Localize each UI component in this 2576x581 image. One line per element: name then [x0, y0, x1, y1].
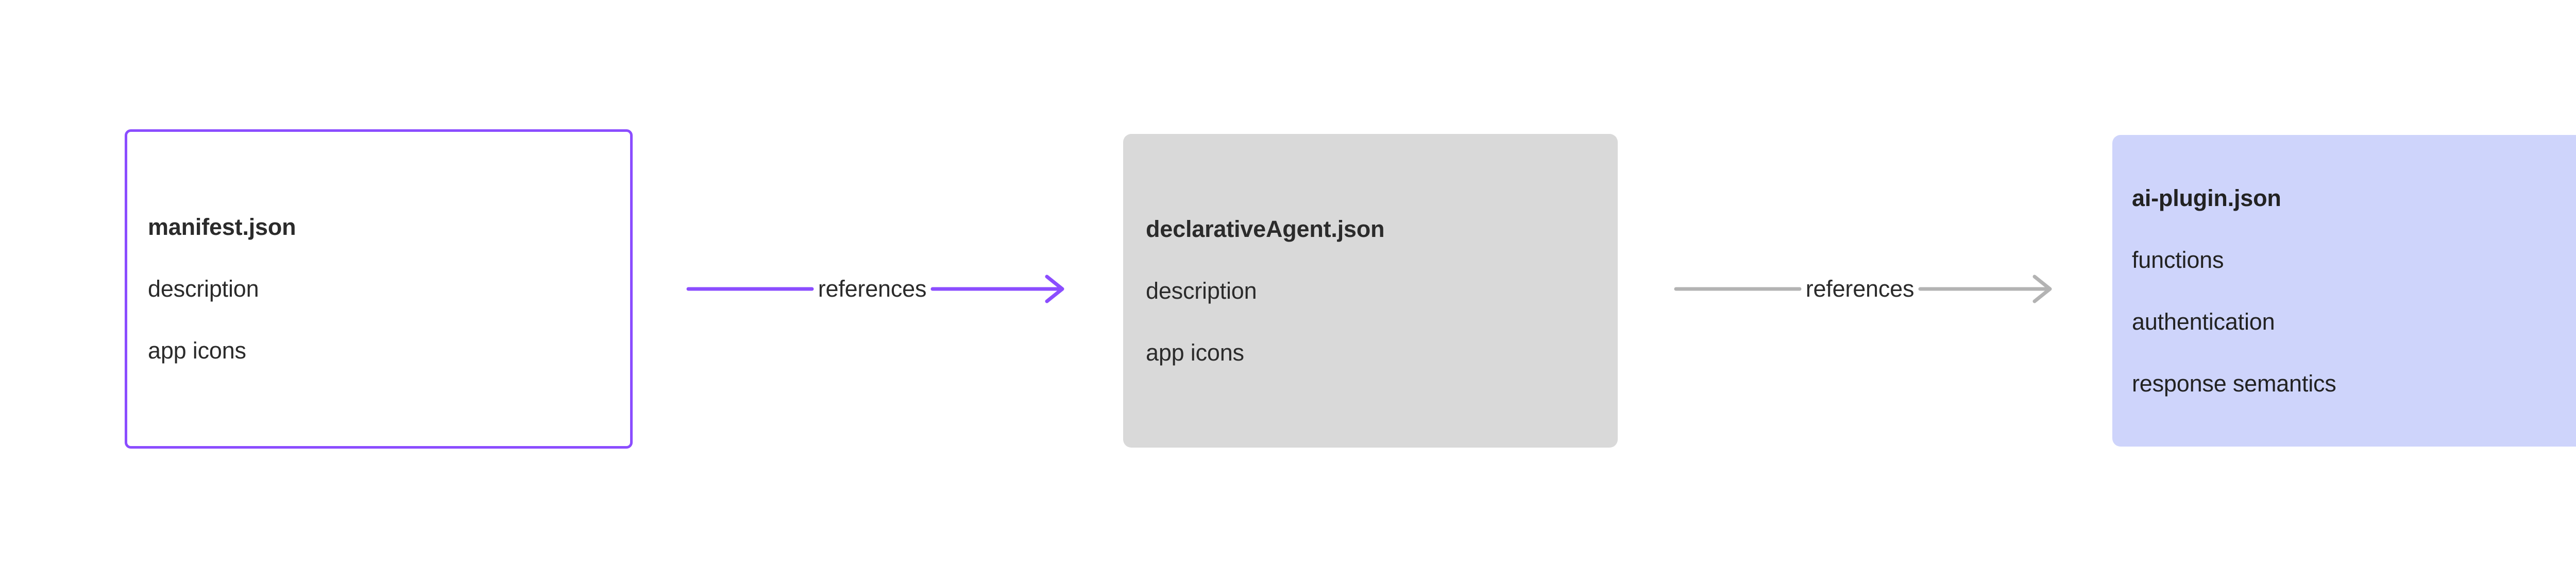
edge-declarative-to-aiplugin: references	[1618, 258, 2112, 320]
edge-manifest-to-declarative: references	[632, 258, 1123, 320]
node-declarative-agent-title: declarativeAgent.json	[1146, 215, 1385, 242]
node-manifest-line-app-icons: app icons	[148, 337, 246, 364]
edge-1-line-right-with-arrow-icon	[930, 274, 1066, 304]
node-ai-plugin-line-authentication: authentication	[2132, 308, 2275, 335]
node-ai-plugin-json[interactable]: ai-plugin.json functions authentication …	[2112, 135, 2576, 447]
node-manifest-json[interactable]: manifest.json description app icons	[125, 129, 633, 449]
node-manifest-line-description: description	[148, 276, 259, 302]
node-declarative-agent-line-description: description	[1146, 277, 1257, 304]
node-declarative-agent-line-app-icons: app icons	[1146, 339, 1244, 366]
node-declarative-agent-json[interactable]: declarativeAgent.json description app ic…	[1123, 134, 1618, 448]
edge-2-line-right-with-arrow-icon	[1918, 274, 2054, 304]
node-ai-plugin-title: ai-plugin.json	[2132, 184, 2281, 211]
edge-1-line-left	[686, 284, 814, 294]
edge-1-label: references	[818, 276, 927, 302]
edge-2-line-left	[1674, 284, 1802, 294]
node-ai-plugin-line-response-semantics: response semantics	[2132, 370, 2336, 397]
node-ai-plugin-line-functions: functions	[2132, 246, 2224, 273]
edge-2-label: references	[1805, 276, 1914, 302]
node-manifest-title: manifest.json	[148, 214, 296, 240]
